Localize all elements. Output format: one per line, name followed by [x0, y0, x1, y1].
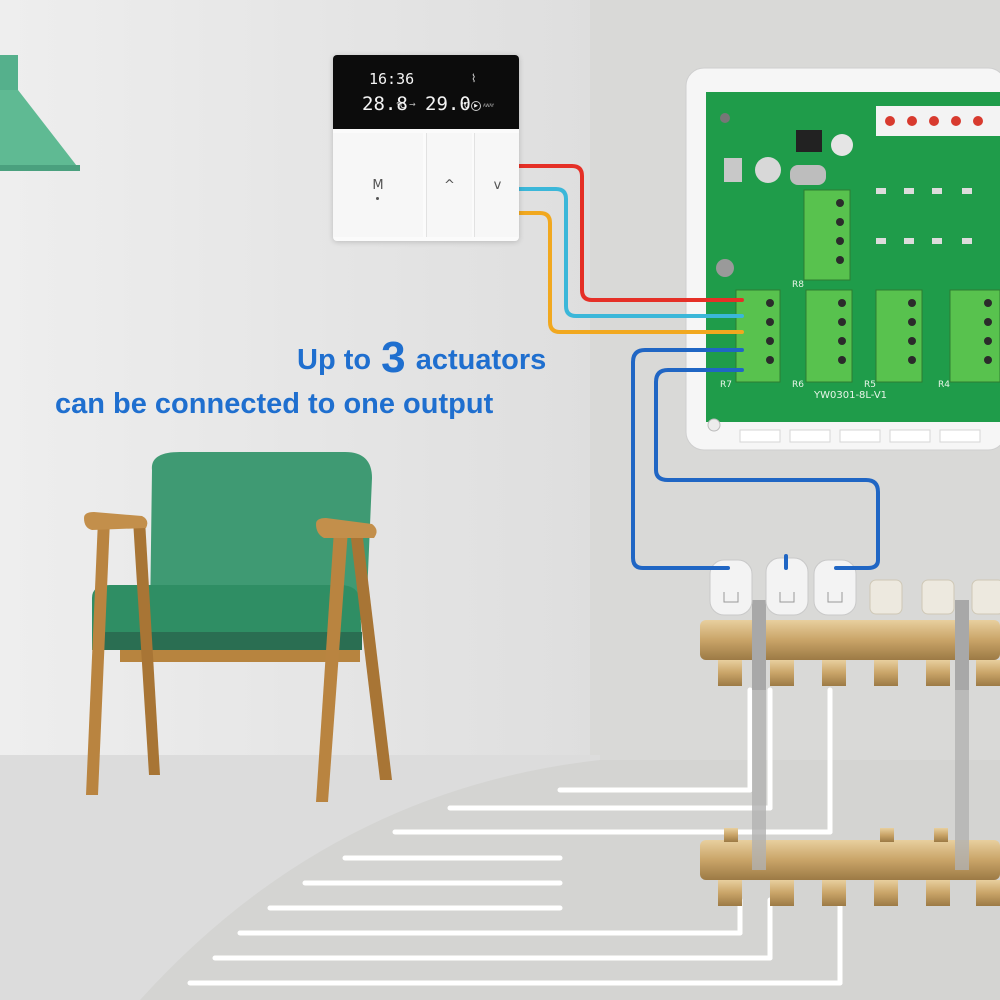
headline-number: 3 — [381, 333, 406, 382]
arrow-right-icon: → — [409, 100, 416, 109]
armchair — [84, 452, 392, 802]
blue-wire-2 — [654, 368, 880, 570]
relay-label-r7: R7 — [720, 380, 732, 390]
room-temperature-unit: °C — [396, 101, 406, 110]
chevron-down-icon: v — [493, 178, 502, 193]
actuators — [709, 557, 857, 616]
board-model-label: YW0301-8L-V1 — [813, 390, 887, 401]
up-button[interactable]: ^ — [426, 133, 472, 237]
red-wire — [517, 164, 744, 302]
thermostat: 16:36 ⌇ 28.8 °C → 29.0 °C ▶ AWAY M ^ v — [333, 55, 519, 241]
controller-box: R7 R6 R5 R4 R8 YW0301-8L-V1 — [685, 67, 1000, 451]
blue-wire-1 — [631, 348, 744, 570]
mode-label: AWAY — [483, 103, 495, 108]
thermostat-screen: 16:36 ⌇ 28.8 °C → 29.0 °C ▶ AWAY — [333, 55, 519, 129]
down-button[interactable]: v — [474, 133, 519, 237]
chevron-up-icon: ^ — [444, 178, 455, 193]
headline-actuators: actuators — [415, 344, 547, 376]
indicator-dot-icon — [376, 197, 379, 200]
thermostat-time: 16:36 — [369, 70, 415, 88]
lamp-shade — [0, 55, 80, 171]
mode-button[interactable]: M — [333, 133, 423, 237]
wifi-icon: ⌇ — [471, 72, 477, 85]
headline-line-1: Up to 3 actuators — [297, 330, 547, 382]
cyan-wire — [517, 187, 744, 318]
play-icon: ▶ — [471, 101, 481, 111]
headline-up-to: Up to — [297, 344, 372, 376]
set-temperature-unit: °C — [460, 101, 470, 110]
thermostat-keys: M ^ v — [333, 129, 519, 241]
manifold — [700, 557, 1000, 906]
relay-label-r4: R4 — [938, 380, 950, 390]
relay-label-r5: R5 — [864, 380, 876, 390]
set-temperature: 29.0 — [425, 93, 471, 115]
wires — [517, 164, 880, 570]
relay-label-r8: R8 — [792, 280, 804, 290]
relay-label-r6: R6 — [792, 380, 804, 390]
room-temperature: 28.8 — [362, 93, 408, 115]
mode-button-label: M — [372, 178, 384, 193]
headline-line-2: can be connected to one output — [55, 388, 494, 420]
yellow-wire — [517, 211, 744, 334]
